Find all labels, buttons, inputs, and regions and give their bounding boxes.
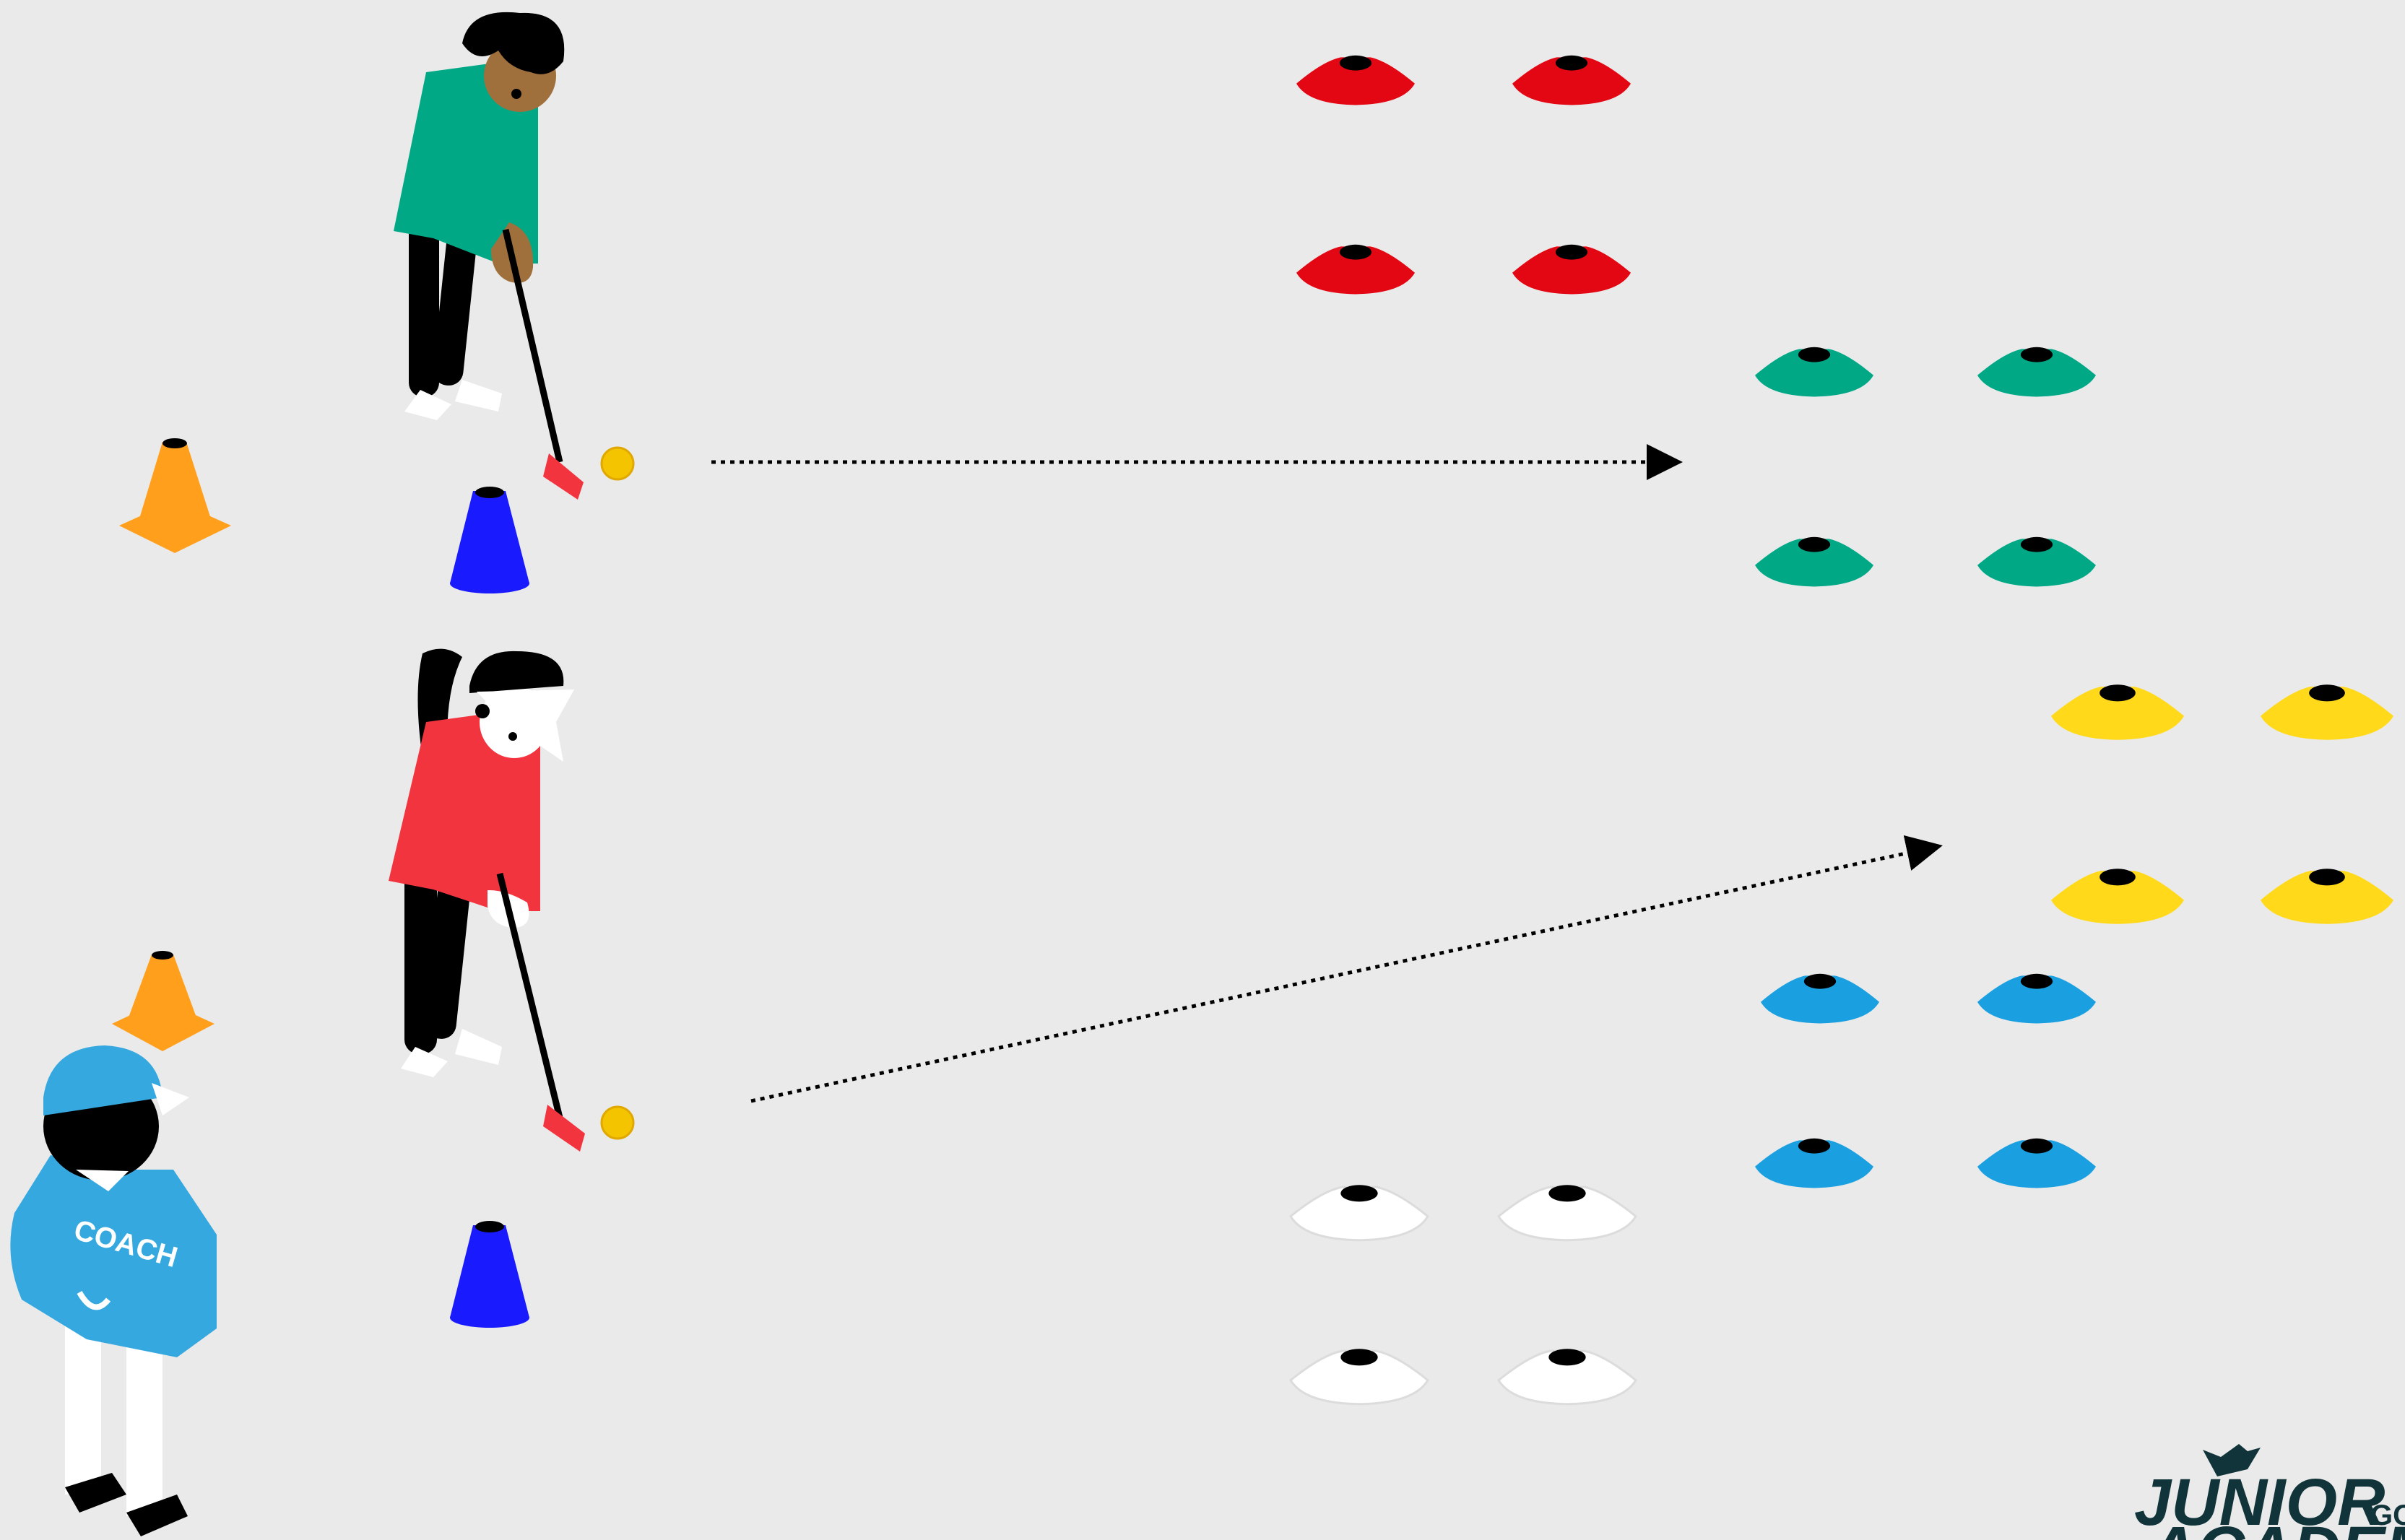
orange-cone-top bbox=[119, 438, 231, 553]
white-target-zone bbox=[1289, 1185, 1637, 1406]
girl-golf-ball bbox=[600, 1105, 635, 1140]
girl-putter-head bbox=[543, 1105, 585, 1152]
girl-visor bbox=[477, 689, 574, 762]
girl-golfer bbox=[389, 648, 585, 1152]
disc-cone bbox=[1761, 973, 1879, 1024]
yellow-target-zone bbox=[2051, 684, 2393, 924]
disc-cone bbox=[1296, 55, 1415, 105]
coach-hoodie bbox=[10, 1155, 217, 1357]
disc-cone bbox=[2261, 869, 2393, 924]
disc-cone bbox=[1497, 1349, 1637, 1406]
green-target-zone bbox=[1755, 347, 2096, 587]
blue-cone-bottom bbox=[450, 1221, 529, 1328]
disc-cone bbox=[1512, 55, 1631, 105]
disc-cone bbox=[1977, 536, 2096, 587]
orange-cone-bottom bbox=[112, 951, 214, 1051]
red-target-zone bbox=[1296, 55, 1631, 295]
putt-path-arrow-bottom bbox=[750, 835, 1943, 1103]
boy-putter-shaft bbox=[502, 228, 563, 464]
disc-cone bbox=[1512, 244, 1631, 295]
disc-cone bbox=[2051, 869, 2184, 924]
boy-shirt bbox=[394, 61, 538, 264]
boy-golfer bbox=[394, 12, 584, 500]
disc-cone bbox=[1289, 1349, 1429, 1406]
academy-crest-icon bbox=[2203, 1444, 2261, 1476]
boy-golf-ball bbox=[600, 446, 635, 481]
disc-cone bbox=[1497, 1185, 1637, 1242]
logo-main-text: JUNIOR bbox=[2134, 1466, 2386, 1539]
target-disc-cones bbox=[1289, 55, 2393, 1406]
disc-cone bbox=[2051, 684, 2184, 740]
disc-cone bbox=[2261, 684, 2393, 740]
logo-second-line: ACADEMY bbox=[2147, 1513, 2405, 1540]
logo-small-text: GOL bbox=[2370, 1500, 2405, 1531]
disc-cone bbox=[1977, 347, 2096, 397]
coach: COACH bbox=[10, 1045, 217, 1536]
disc-cone bbox=[1755, 536, 1873, 587]
disc-cone bbox=[1977, 973, 2096, 1024]
disc-cone bbox=[1755, 347, 1873, 397]
disc-cone bbox=[1977, 1138, 2096, 1188]
blue-cone-top bbox=[450, 487, 529, 593]
junior-golf-academy-logo: JUNIOR GOL ACADEMY bbox=[2134, 1444, 2405, 1540]
disc-cone bbox=[1296, 244, 1415, 295]
girl-putter-shaft bbox=[496, 872, 563, 1119]
disc-cone bbox=[1289, 1185, 1429, 1242]
girl-shirt bbox=[389, 711, 540, 911]
boy-putter-head bbox=[543, 453, 584, 500]
coach-cap-visor bbox=[152, 1083, 189, 1115]
blue-target-zone bbox=[1755, 973, 2096, 1188]
disc-cone bbox=[1755, 1138, 1873, 1188]
